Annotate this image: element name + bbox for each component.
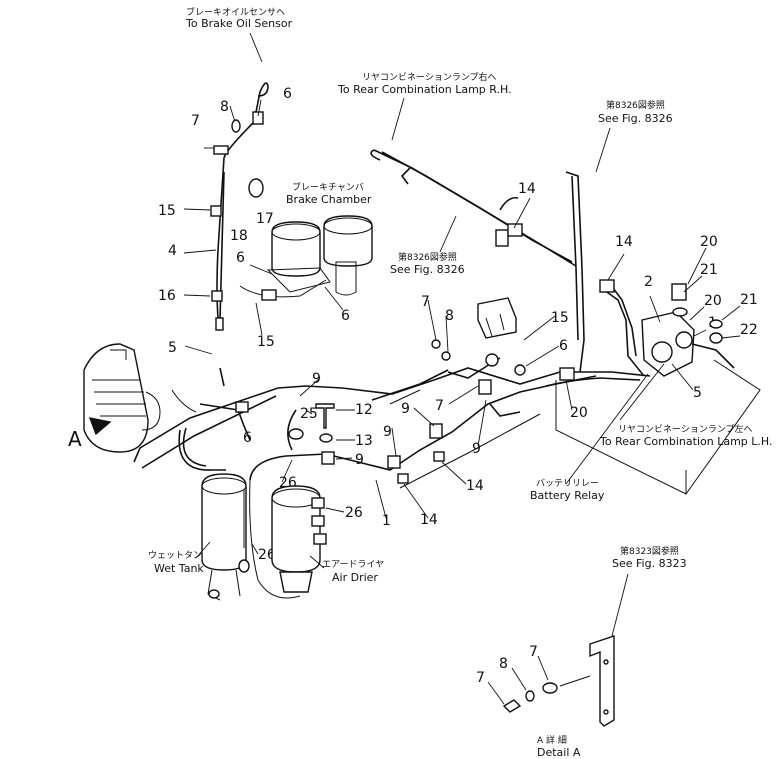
callout-11-a: 9 — [312, 371, 321, 387]
callout-6-left: 6 — [236, 250, 245, 266]
brake-chamber-label-jp: ブレーキチャンバ — [292, 181, 364, 193]
callout-14-a: 14 — [466, 478, 484, 494]
callout-9-detail: 7 — [476, 670, 485, 686]
callout-24: 25 — [300, 406, 318, 422]
wet-tank-label-jp: ウェットタンク — [148, 550, 211, 561]
callout-13: 13 — [355, 433, 373, 449]
rear-combo-rh-label: To Rear Combination Lamp R.H. — [337, 83, 512, 96]
callout-4: 4 — [168, 243, 177, 259]
callout-9-mid: 7 — [421, 294, 430, 310]
air-drier-label: Air Drier — [332, 571, 378, 584]
callout-6-lower: 6 — [243, 430, 252, 446]
rear-combo-rh-label-jp: リヤコンビネーションランプ右へ — [362, 71, 497, 83]
callout-20-a: 20 — [704, 293, 722, 309]
brake-oil-sensor-label-jp: ブレーキオイルセンサヘ — [186, 6, 285, 18]
callout-5: 5 — [693, 385, 702, 401]
callout-11-c: 9 — [383, 424, 392, 440]
callout-6-right: 6 — [559, 338, 568, 354]
callout-7-detail: 7 — [529, 644, 538, 660]
callout-22-b: 21 — [740, 292, 758, 308]
callout-18: 17 — [256, 211, 274, 227]
battery-relay-label: Battery Relay — [530, 489, 605, 502]
see-fig-8323: See Fig. 8323 — [612, 557, 687, 570]
callout-23: 22 — [740, 322, 758, 338]
callout-2: 2 — [644, 274, 653, 290]
brake-oil-sensor-label: To Brake Oil Sensor — [185, 17, 293, 30]
callout-10-mid: 8 — [445, 308, 454, 324]
callout-17: 16 — [158, 288, 176, 304]
callout-10-detail: 8 — [499, 656, 508, 672]
callout-20-b: 20 — [570, 405, 588, 421]
callout-12: 12 — [355, 402, 373, 418]
wet-tank-label: Wet Tank — [154, 562, 204, 575]
callout-15-b: 14 — [615, 234, 633, 250]
detail-a-label-jp: A 詳 細 — [537, 734, 567, 746]
brake-chamber-label: Brake Chamber — [286, 193, 372, 206]
callout-26-a: 26 — [345, 505, 363, 521]
see-fig-8326-b-jp: 第8326図参照 — [398, 251, 457, 263]
callout-8: 5 — [168, 340, 177, 356]
detail-a-label: Detail A — [537, 746, 581, 759]
callout-21: 20 — [700, 234, 718, 250]
rear-combo-lh-label: To Rear Combination Lamp L.H. — [599, 435, 772, 448]
callout-16-upper-left: 15 — [158, 203, 176, 219]
callout-16-right: 15 — [551, 310, 569, 326]
air-drier-label-jp: エアードライヤ — [322, 559, 384, 570]
see-fig-8326-a: See Fig. 8326 — [598, 112, 673, 125]
see-fig-8323-jp: 第8323図参照 — [620, 545, 679, 557]
callout-6-top: 6 — [283, 86, 292, 102]
see-fig-8326-b: See Fig. 8326 — [390, 263, 465, 276]
callout-14-b: 14 — [420, 512, 438, 528]
harness-line-art — [83, 32, 761, 727]
callout-1: 1 — [382, 513, 391, 529]
callout-11-b: 9 — [401, 401, 410, 417]
rear-combo-lh-label-jp: リヤコンビネーションランプ左へ — [618, 423, 753, 435]
callout-19: 18 — [230, 228, 248, 244]
see-fig-8326-a-jp: 第8326図参照 — [606, 99, 665, 111]
callout-11-d: 9 — [355, 452, 364, 468]
callout-10-top: 8 — [220, 99, 229, 115]
callout-16-lower-left: 15 — [257, 334, 275, 350]
callout-6-chamber: 6 — [341, 308, 350, 324]
callout-9-top: 7 — [191, 113, 200, 129]
view-a-label: A — [68, 427, 82, 451]
callout-15-a: 14 — [518, 181, 536, 197]
callout-7-mid: 7 — [435, 398, 444, 414]
callout-22-a: 21 — [700, 262, 718, 278]
battery-relay-label-jp: バッテリリレー — [536, 478, 599, 489]
